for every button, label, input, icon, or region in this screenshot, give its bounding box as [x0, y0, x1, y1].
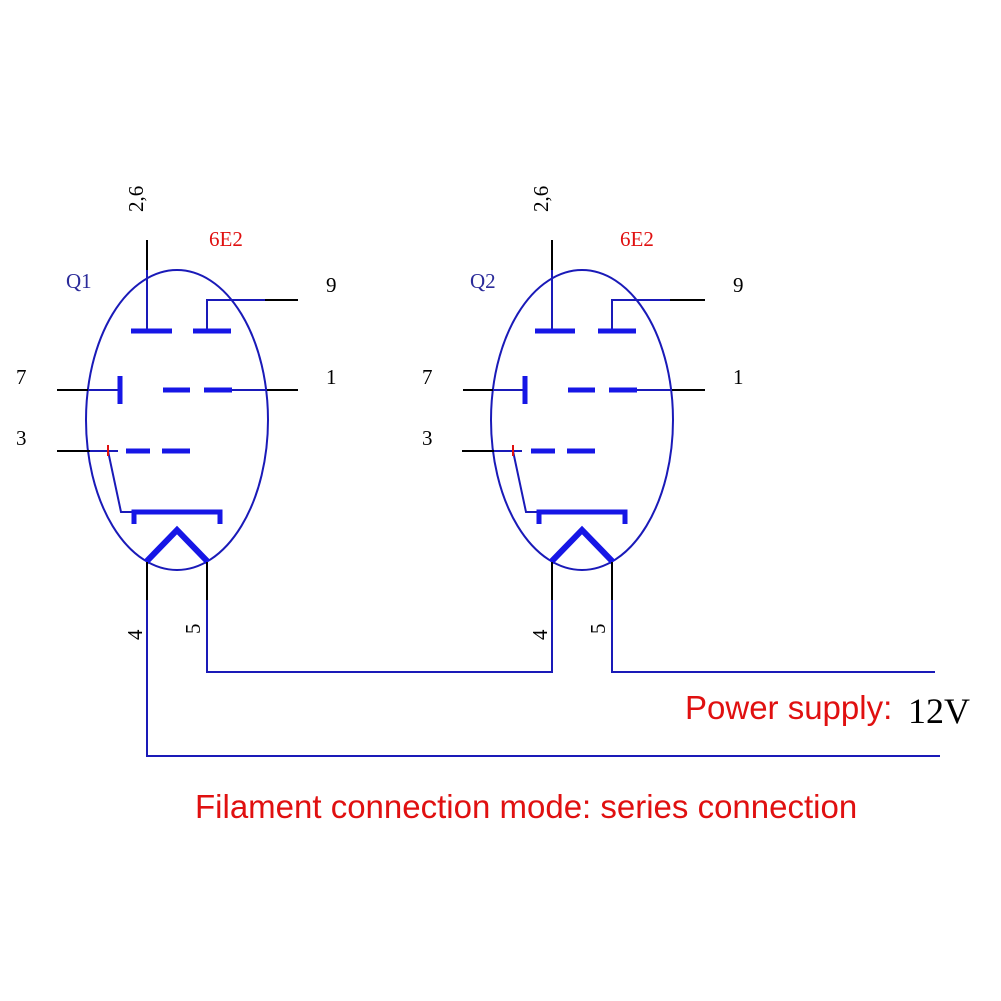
tube-q2-pin-1-label: 1 — [733, 365, 744, 389]
power-supply-voltage: 12V — [908, 691, 970, 731]
tube-q1-pin-4-label: 4 — [123, 629, 147, 640]
tube-q1-part-label: 6E2 — [209, 227, 243, 251]
tube-q1-pin-1-label: 1 — [326, 365, 337, 389]
tube-q2-pin-4-label: 4 — [528, 629, 552, 640]
tube-q2-ref-label: Q2 — [470, 269, 496, 293]
filament-wiring — [146, 600, 940, 757]
tube-q1-lead-9-inner — [206, 299, 265, 330]
tube-q2-pin-3-label: 3 — [422, 426, 433, 450]
wire-q1pin5-to-q2pin4 — [206, 600, 553, 673]
tube-q1-heater — [143, 525, 211, 565]
wire-q2pin5-to-supply — [611, 600, 935, 673]
tube-q2-pin-9-label: 9 — [733, 273, 744, 297]
tube-q1-pin-7-label: 7 — [16, 365, 27, 389]
tube-q2-part-label: 6E2 — [620, 227, 654, 251]
power-supply-label: Power supply: — [685, 689, 892, 726]
tube-q2-envelope — [490, 269, 674, 571]
tube-q1 — [57, 240, 298, 600]
tube-q2-heater — [548, 525, 616, 565]
tube-q1-pin-9-label: 9 — [326, 273, 337, 297]
tube-q2-cathode — [536, 509, 628, 524]
tube-q1-pin-anode-label: 2,6 — [124, 186, 148, 212]
tube-q2-cathode-link — [512, 450, 538, 513]
tube-q1-ref-label: Q1 — [66, 269, 92, 293]
tube-q1-envelope — [85, 269, 269, 571]
tube-q2 — [462, 240, 705, 600]
tube-q2-pin-anode-label: 2,6 — [529, 186, 553, 212]
tube-q1-cathode — [131, 509, 223, 524]
tube-q1-pin-5-label: 5 — [181, 624, 205, 635]
tube-q2-pin-7-label: 7 — [422, 365, 433, 389]
filament-mode-caption: Filament connection mode: series connect… — [195, 788, 857, 825]
tube-q1-pin-3-label: 3 — [16, 426, 27, 450]
tube-q2-lead-9-inner — [611, 299, 670, 330]
wire-q1pin4-to-supply — [146, 600, 940, 757]
tube-q2-pin-5-label: 5 — [586, 624, 610, 635]
tube-q1-cathode-link — [107, 450, 133, 513]
